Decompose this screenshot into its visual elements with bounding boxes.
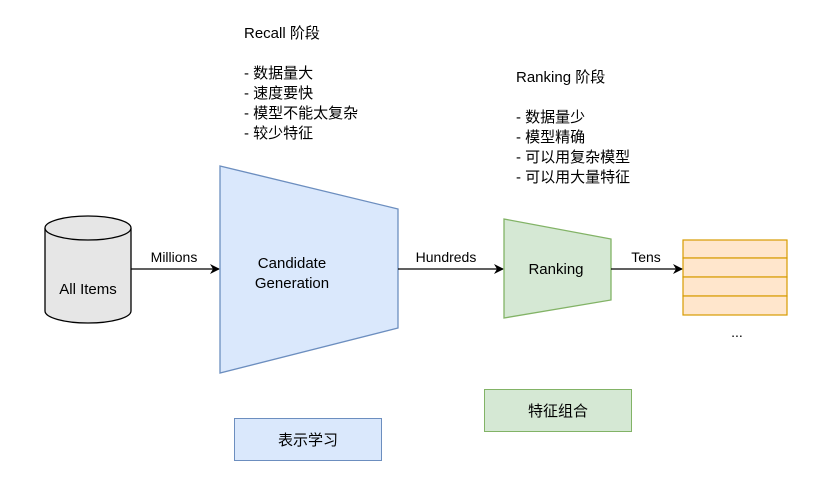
ranking-point: - 可以用复杂模型 [516, 149, 631, 166]
all-items-label: All Items [59, 281, 117, 298]
candidate-label-line2: Generation [255, 275, 329, 292]
all-items-cylinder[interactable]: All Items [44, 215, 132, 324]
ranking-node[interactable]: Ranking [503, 218, 612, 319]
edge-tens-label: Tens [631, 249, 661, 265]
feature-combination-label: 特征组合 [527, 403, 588, 420]
ranking-point: - 数据量少 [516, 109, 586, 126]
representation-learning-label: 表示学习 [277, 432, 338, 449]
result-list-ellipsis: ... [731, 324, 743, 340]
recall-point: - 模型不能太复杂 [244, 105, 359, 122]
recall-point: - 较少特征 [244, 125, 314, 142]
representation-learning-box[interactable]: 表示学习 [234, 418, 382, 461]
ranking-notes-title: Ranking 阶段 [516, 69, 606, 86]
ranking-point: - 模型精确 [516, 129, 586, 146]
result-list-row [682, 295, 788, 316]
result-list: ... [682, 239, 788, 340]
candidate-label-line1: Candidate [258, 255, 326, 272]
recall-title: Recall 阶段 [244, 25, 320, 42]
feature-combination-box[interactable]: 特征组合 [484, 389, 632, 432]
ranking-node-label: Ranking [528, 261, 583, 278]
result-list-row [682, 276, 788, 297]
ranking-point: - 可以用大量特征 [516, 169, 631, 186]
candidate-generation-node[interactable]: Candidate Generation [219, 165, 399, 374]
result-list-row [682, 257, 788, 278]
edge-hundreds-label: Hundreds [416, 249, 477, 265]
recall-point: - 数据量大 [244, 65, 314, 82]
edge-millions-label: Millions [151, 249, 198, 265]
ranking-notes: Ranking 阶段 - 数据量少 - 模型精确 - 可以用复杂模型 - 可以用… [516, 68, 630, 188]
recall-notes: Recall 阶段 - 数据量大 - 速度要快 - 模型不能太复杂 - 较少特征 [244, 24, 358, 144]
result-list-row [682, 239, 788, 259]
recall-point: - 速度要快 [244, 85, 314, 102]
edge-millions: Millions [131, 249, 220, 274]
edge-tens: Tens [611, 249, 683, 274]
edge-hundreds: Hundreds [398, 249, 504, 274]
